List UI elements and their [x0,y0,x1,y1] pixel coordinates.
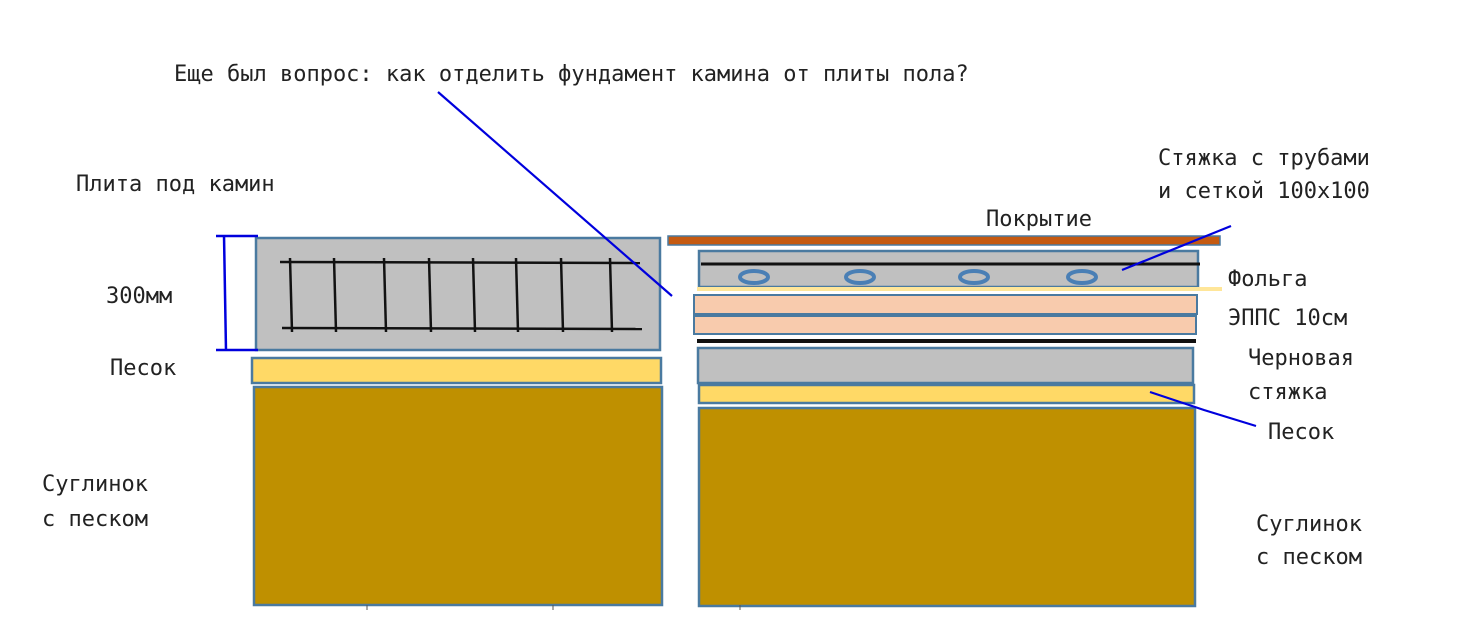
rough-screed [696,346,1195,385]
right-sand-label: Песок [1268,420,1335,445]
xps-label: ЭППС 10см [1228,306,1348,331]
sand-leader [1149,390,1257,428]
right-soil-label-2: с песком [1256,545,1362,570]
fireplace-slab [254,236,662,352]
right-sand-layer [697,383,1196,405]
left-soil-label-2: с песком [42,507,148,532]
right-soil-layer [697,406,1197,608]
right-soil-label-1: Суглинок [1256,512,1362,537]
rebar-cage [279,257,643,333]
question-leader [437,91,673,297]
pipe-icon [738,269,770,285]
pipe-icon [1066,269,1098,285]
diagram-title: Еще был вопрос: как отделить фундамент к… [174,62,969,87]
left-soil-label-1: Суглинок [42,472,148,497]
thickness-dimension [216,234,258,352]
rough-screed-label-1: Черновая [1248,346,1354,371]
xps-layer-top [693,294,1198,315]
screed-label-1: Стяжка с трубами [1158,146,1370,171]
rough-screed-label-2: стяжка [1248,380,1328,405]
covering-label: Покрытие [986,207,1092,232]
left-sand-label: Песок [110,356,177,381]
pipe-icon [844,269,876,285]
thickness-label: 300мм [106,284,173,309]
fireplace-slab-label: Плита под камин [76,172,275,197]
screed-leader [1121,224,1232,272]
left-sand-layer [250,356,663,385]
screed-label-2: и сеткой 100x100 [1158,179,1370,204]
left-ground-ticks [366,605,554,610]
pipe-icon [958,269,990,285]
foil-label: Фольга [1228,267,1308,292]
covering-layer [667,235,1221,246]
left-soil-layer [252,385,664,607]
heating-pipes [738,269,1098,285]
xps-layer-bottom [693,315,1197,335]
heated-screed [697,249,1200,289]
leader-lines [437,91,1257,428]
